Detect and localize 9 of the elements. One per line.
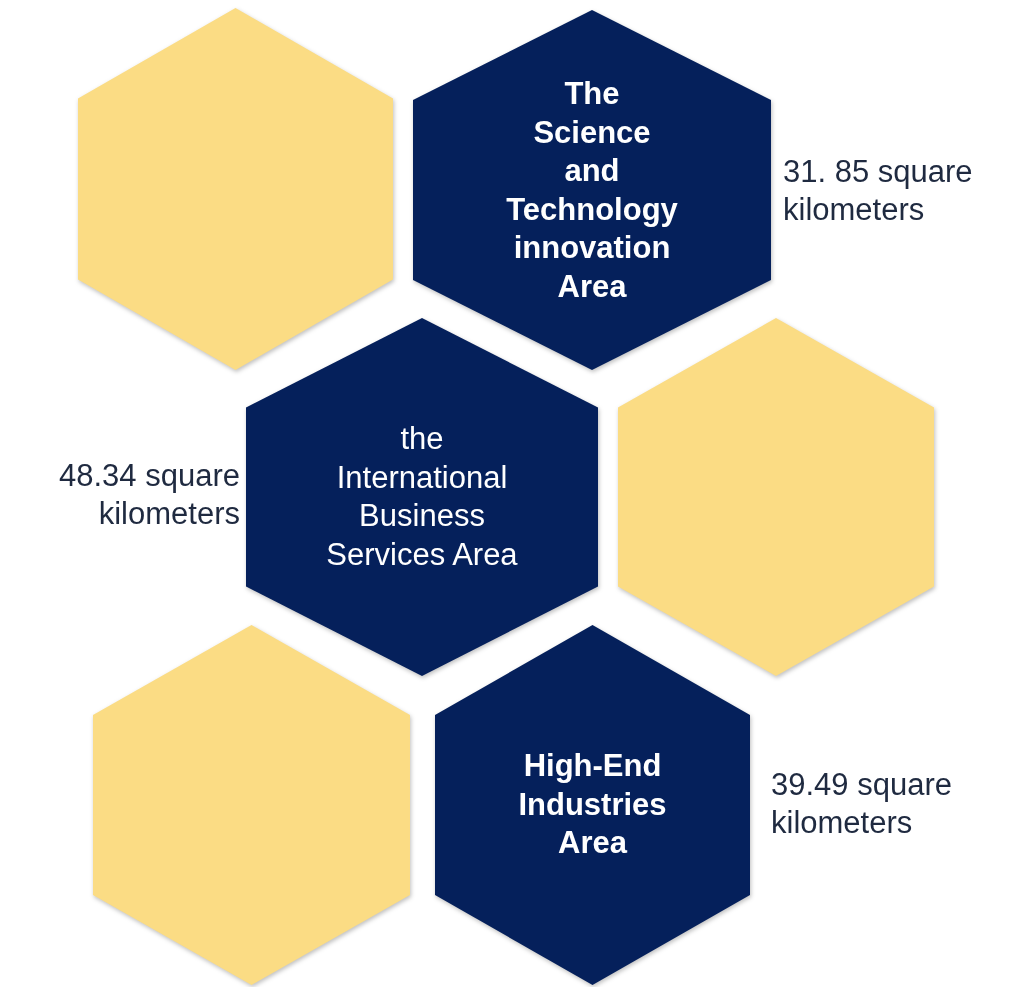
area-name: The Science and Technology innovation Area [506, 74, 678, 305]
area-name: the International Business Services Area [325, 420, 519, 574]
hexagon-shape [618, 318, 934, 676]
area-size: 48.34 square kilometers [58, 457, 240, 533]
hexagon-shape [93, 625, 410, 985]
area-size: 39.49 square kilometers [771, 766, 953, 842]
hexagon-shape [78, 8, 393, 370]
area-name: High-End Industries Area [517, 747, 668, 863]
area-size: 31. 85 square kilometers [783, 153, 974, 229]
